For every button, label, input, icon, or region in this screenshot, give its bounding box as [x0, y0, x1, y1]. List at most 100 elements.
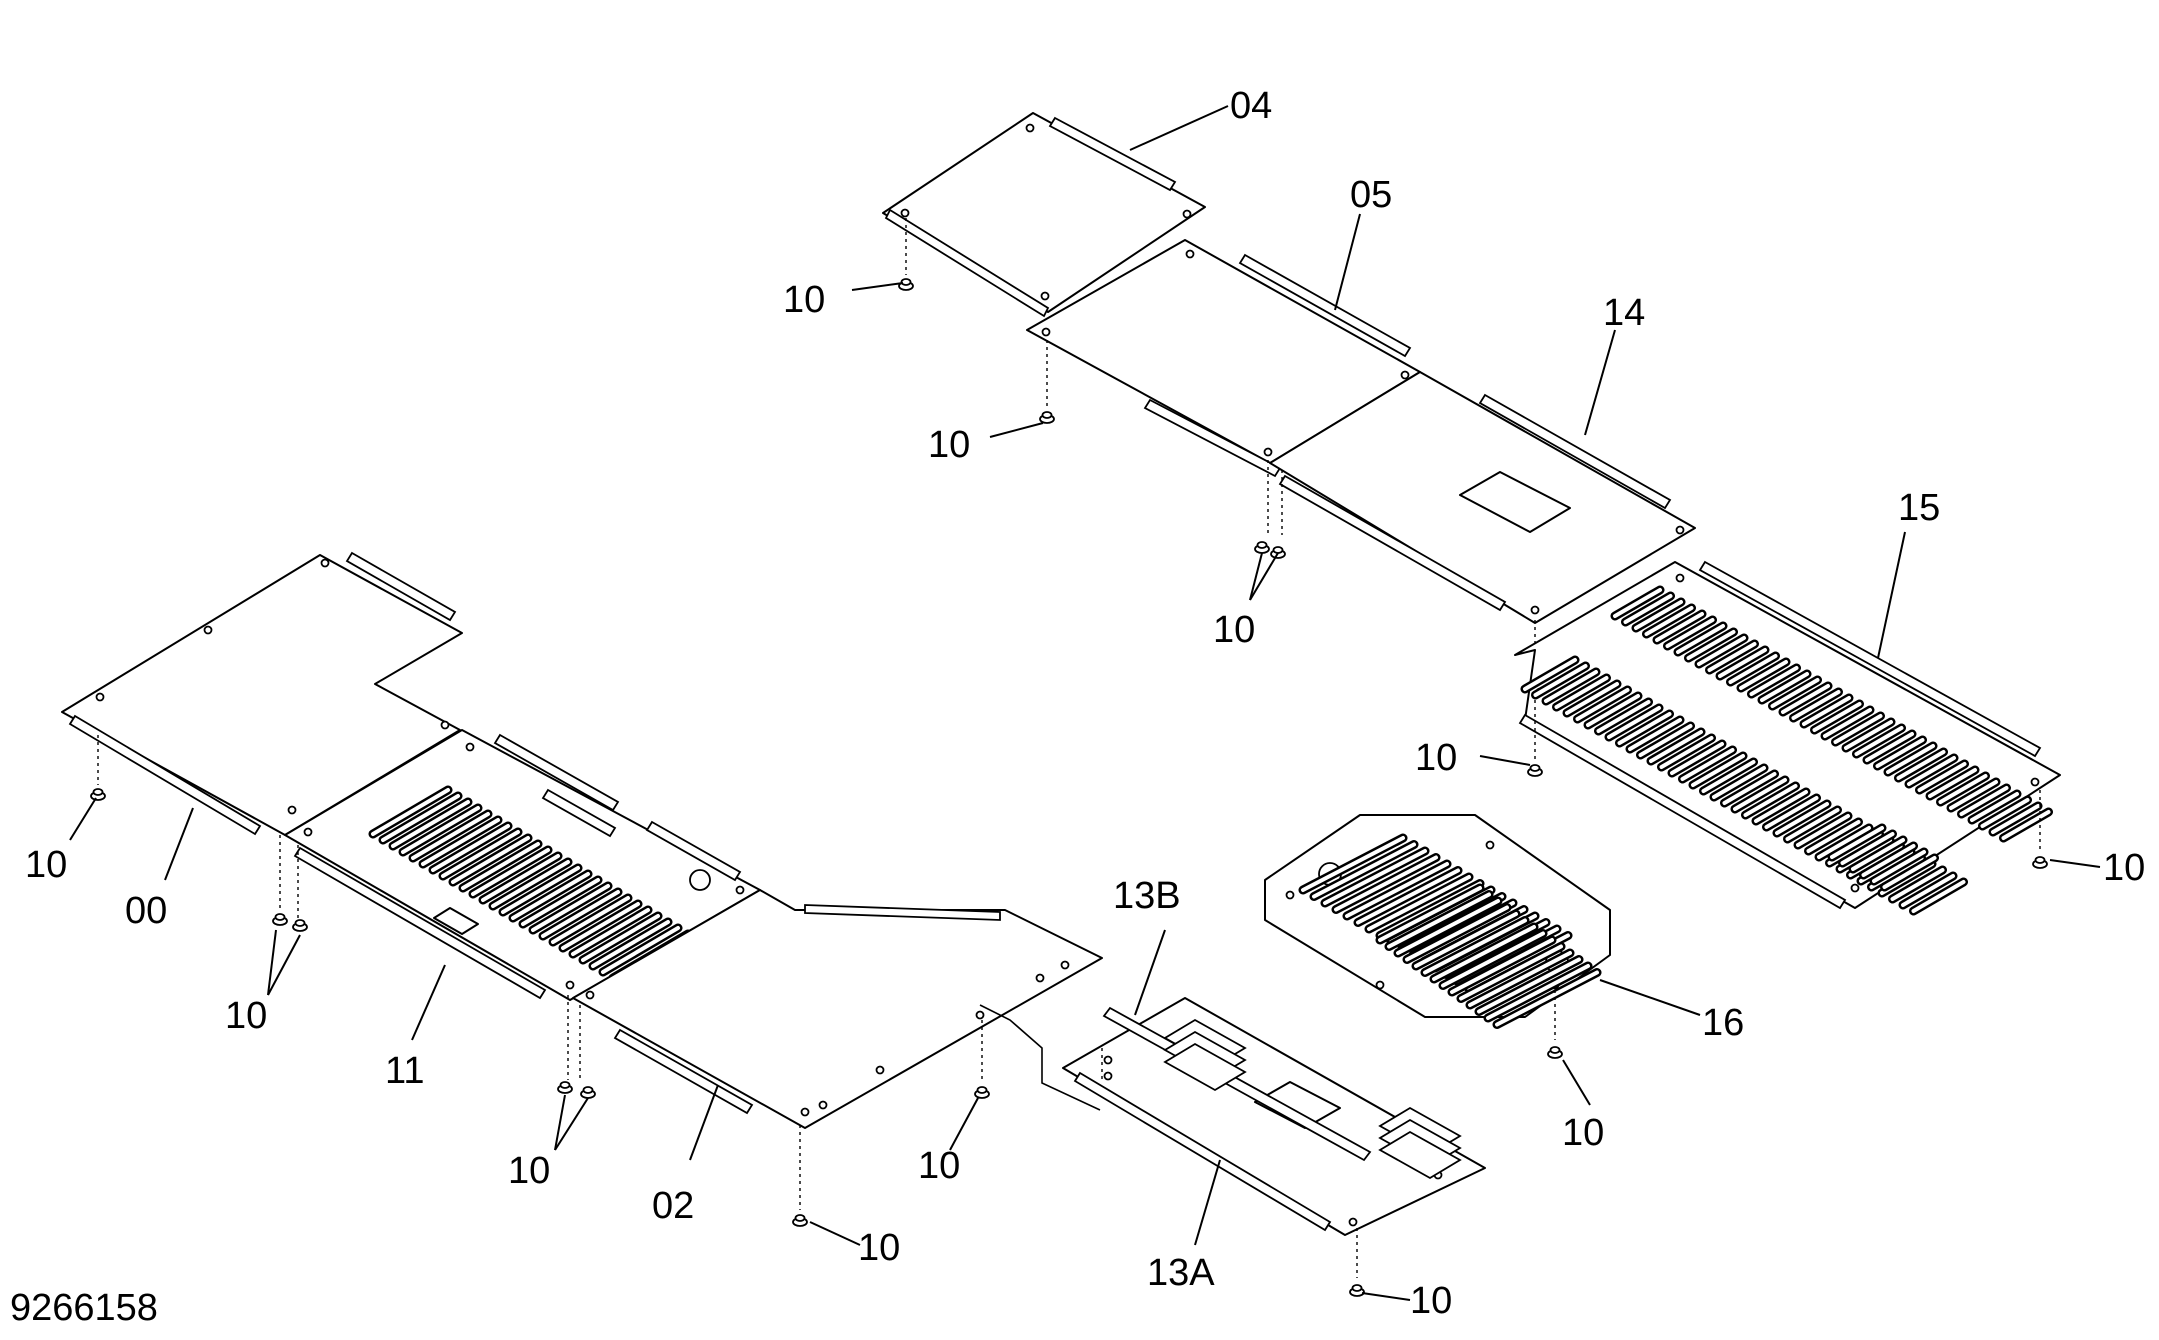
bolt-top — [1041, 411, 1053, 419]
louvre-slot-inner — [1575, 688, 1630, 721]
louvre-slot-inner — [1770, 678, 1820, 708]
louvre-slot-inner — [1707, 642, 1757, 672]
louvre-slot-inner — [1644, 606, 1694, 636]
louvre-slot-inner — [1468, 951, 1572, 1007]
louvre-slot-inner — [441, 830, 520, 878]
label-10: 10 — [783, 279, 825, 321]
plate-16 — [1264, 814, 1611, 1040]
plate-15 — [1514, 560, 2061, 916]
bolt-top — [1272, 546, 1284, 554]
louvre-slot-inner — [1441, 931, 1545, 988]
louvre-slot-inner — [1781, 684, 1830, 714]
louvre-slot-inner — [401, 806, 480, 854]
louvre-slot-inner — [1764, 796, 1819, 829]
louvre-slot-inner — [1886, 744, 1935, 774]
bolt-top — [274, 913, 286, 921]
louvre-slot-inner — [1665, 618, 1715, 648]
louvre-slot-inner — [1301, 836, 1405, 892]
label-15: 15 — [1898, 487, 1940, 529]
plate-15-slots — [1520, 585, 2053, 916]
louvre-slot-inner — [1872, 850, 1926, 883]
label-10: 10 — [225, 995, 267, 1037]
louvre-slot-inner — [1928, 768, 1977, 798]
louvre-slot-inner — [1917, 762, 1967, 792]
plate-02 — [572, 889, 1103, 1210]
louvre-slot-inner — [1387, 892, 1491, 949]
louvre-slot-inner — [1812, 702, 1862, 732]
louvre-slot-inner — [1959, 786, 2009, 816]
louvre-slot-inner — [581, 914, 660, 962]
louvre-slot-inner — [1486, 964, 1590, 1020]
louvre-slot-inner — [1733, 778, 1787, 811]
bolt-top — [2034, 856, 2046, 864]
bolt — [1547, 1046, 1563, 1059]
louvre-slot-inner — [1676, 624, 1725, 654]
louvre-slot-inner — [471, 848, 550, 896]
plate-13a — [1062, 997, 1486, 1278]
bolt-top — [794, 1214, 806, 1222]
label-10: 10 — [1213, 609, 1255, 651]
bolt — [580, 1086, 596, 1099]
leader-lines — [69, 105, 2101, 1301]
louvre-slot-inner — [511, 872, 590, 920]
louvre-slot-inner — [1613, 588, 1662, 618]
louvre-slot-inner — [1554, 676, 1609, 709]
louvre-slot-inner — [1586, 694, 1640, 727]
label-14: 14 — [1603, 292, 1645, 334]
louvre-slot-inner — [381, 794, 460, 842]
louvre-slot-inner — [1523, 658, 1577, 691]
louvre-slot-inner — [1680, 748, 1735, 781]
plate-05 — [1026, 239, 1421, 535]
label-13b: 13B — [1113, 875, 1181, 917]
louvre-slot-inner — [371, 788, 450, 836]
louvre-slot-inner — [1312, 842, 1416, 899]
louvre-slot-inner — [1775, 802, 1829, 835]
label-00: 00 — [125, 890, 167, 932]
louvre-slot-inner — [1861, 844, 1916, 877]
bolt-top — [1529, 764, 1541, 772]
louvre-slot-inner — [1970, 792, 2019, 822]
label-04: 04 — [1230, 85, 1272, 127]
label-16: 16 — [1702, 1002, 1744, 1044]
louvre-slot-inner — [1938, 774, 1988, 804]
label-10: 10 — [1415, 737, 1457, 779]
louvre-slot-inner — [1907, 756, 1956, 786]
label-10: 10 — [508, 1150, 550, 1192]
bolt — [1349, 1284, 1365, 1297]
label-10: 10 — [928, 424, 970, 466]
louvre-slot-inner — [1495, 970, 1599, 1027]
bolt — [2032, 856, 2048, 869]
bolt-top — [582, 1086, 594, 1094]
label-10: 10 — [2103, 847, 2145, 889]
louvre-slot-inner — [1833, 714, 1883, 744]
louvre-slot-inner — [1634, 600, 1683, 630]
louvre-slot-inner — [1638, 724, 1693, 757]
louvre-slot-inner — [1911, 880, 1966, 913]
bolt-top — [1351, 1284, 1363, 1292]
louvre-slot-inner — [431, 824, 510, 872]
louvre-slot-inner — [1791, 690, 1841, 720]
bolt — [90, 788, 106, 801]
louvre-slot-inner — [1728, 654, 1778, 684]
bolt — [898, 278, 914, 291]
louvre-slot-inner — [1901, 874, 1955, 907]
louvre-slot-inner — [1830, 826, 1884, 859]
louvre-slot-inner — [1882, 856, 1937, 889]
bolt — [292, 919, 308, 932]
louvre-slot-inner — [1533, 664, 1588, 697]
louvre-slot-inner — [531, 884, 610, 932]
louvre-slot-inner — [451, 836, 530, 884]
louvre-slot-inner — [1345, 862, 1449, 918]
louvre-slot-inner — [1712, 766, 1766, 799]
louvre-slot-inner — [1565, 682, 1619, 715]
louvre-slot-inner — [1701, 760, 1756, 793]
bolt — [974, 1086, 990, 1099]
bolt — [1254, 541, 1270, 554]
bolt — [557, 1081, 573, 1094]
louvre-slot-inner — [1980, 798, 2030, 828]
bolt-top — [976, 1086, 988, 1094]
louvre-slot-inner — [1459, 944, 1563, 1001]
louvre-slot-inner — [1896, 750, 1946, 780]
louvre-slot-inner — [1659, 736, 1714, 769]
